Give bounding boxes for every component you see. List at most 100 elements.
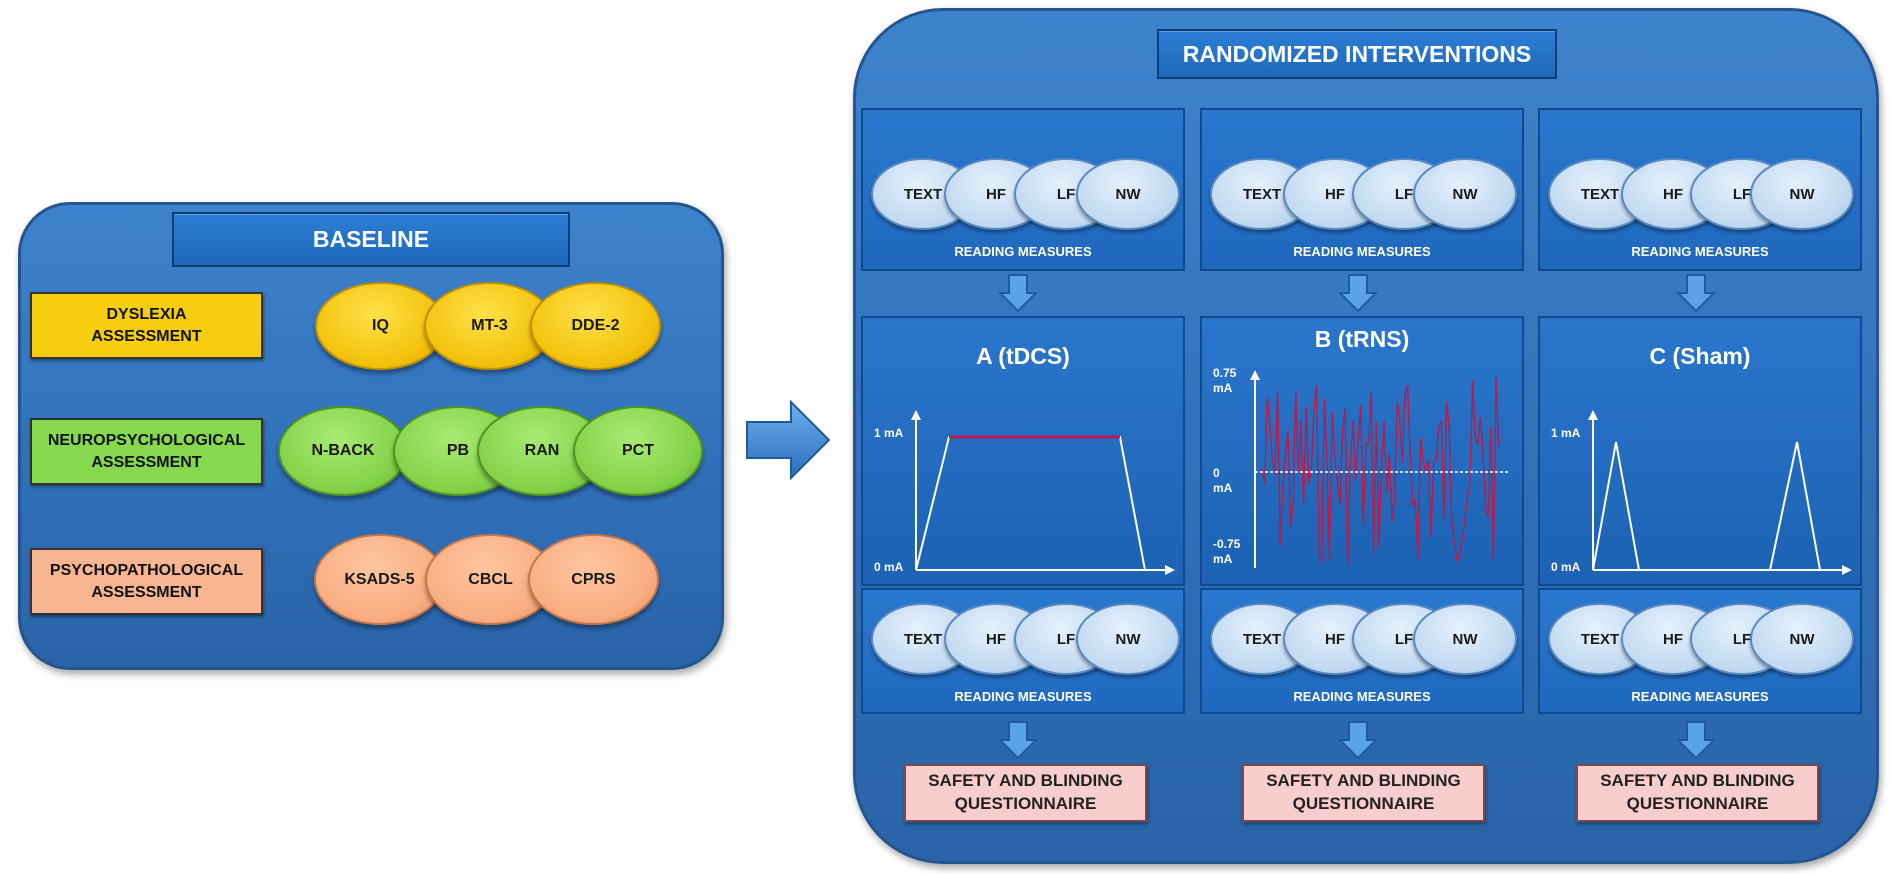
trns-noise-segment: [1417, 438, 1422, 560]
trns-noise-segment: [1321, 399, 1326, 563]
trns-noise-segment: [1373, 421, 1378, 554]
trns-plot-title: B (tRNS): [1314, 326, 1410, 352]
tdcs-y-top-label: 1 mA: [874, 426, 904, 440]
trns-noise-segment: [1406, 385, 1411, 456]
trns-noise-segment: [1388, 453, 1393, 522]
trns-noise-segment: [1393, 402, 1398, 502]
trns-noise-segment: [1344, 408, 1349, 566]
trns-noise-segment: [1466, 482, 1471, 500]
trns-noise-segment: [1279, 489, 1284, 545]
trns-noise-segment: [1310, 409, 1315, 470]
trns-noise-segment: [1334, 456, 1339, 482]
trns-noise-segment: [1456, 553, 1461, 563]
psychopathological-assessment-label: PSYCHOPATHOLOGICAL ASSESSMENT: [30, 548, 263, 615]
trns-noise-segment: [1419, 438, 1424, 461]
neuropsychological-assessment-label: NEUROPSYCHOLOGICAL ASSESSMENT: [30, 418, 263, 485]
safety-questionnaire-b: SAFETY AND BLINDING QUESTIONNAIRE: [1242, 764, 1485, 822]
down-arrow-icon: [1676, 720, 1716, 760]
trns-noise-segment: [1276, 391, 1281, 545]
trns-noise-segment: [1326, 461, 1331, 560]
trns-noise-segment: [1451, 523, 1456, 541]
trns-noise-segment: [1295, 390, 1300, 472]
sham-y-top-label: 1 mA: [1551, 426, 1581, 440]
trns-noise-segment: [1458, 541, 1463, 555]
sham-waveform-chart: [1538, 316, 1862, 586]
trns-noise-segment: [1471, 380, 1476, 439]
trns-noise-segment: [1323, 399, 1328, 462]
trns-noise-segment: [1269, 422, 1274, 462]
trns-noise-segment: [1352, 420, 1357, 482]
test-oval-nback: N-BACK: [278, 406, 408, 496]
right-arrow-icon: [745, 400, 831, 480]
trns-noise-segment: [1302, 406, 1307, 506]
tdcs-plot-title: A (tDCS): [976, 343, 1070, 369]
down-arrow-icon: [1338, 273, 1378, 313]
reading-measures-label: READING MEASURES: [1293, 689, 1431, 704]
trns-noise-segment: [1464, 498, 1469, 520]
measure-oval-nw: NW: [1413, 158, 1517, 230]
reading-measures-label: READING MEASURES: [1293, 244, 1431, 259]
dyslexia-assessment-label: DYSLEXIA ASSESSMENT: [30, 292, 263, 359]
trns-noise-segment: [1328, 412, 1333, 560]
trns-noise-segment: [1349, 420, 1354, 462]
trns-noise-segment: [1469, 380, 1474, 483]
trns-noise-segment: [1287, 430, 1292, 527]
trns-noise-segment: [1263, 398, 1268, 484]
tdcs-trapezoid-waveform: [915, 436, 1146, 571]
interventions-title: RANDOMIZED INTERVENTIONS: [1157, 29, 1557, 79]
sham-plot-title: C (Sham): [1649, 343, 1751, 369]
down-arrow-icon: [998, 720, 1038, 760]
trns-noise-segment: [1453, 540, 1458, 562]
trns-noise-segment: [1375, 421, 1380, 546]
reading-measures-label: READING MEASURES: [954, 689, 1092, 704]
measure-oval-nw: NW: [1413, 603, 1517, 675]
trns-waveform-chart: [1200, 316, 1524, 586]
trns-noise-segment: [1445, 401, 1450, 428]
trns-noise-waveform: [1261, 377, 1500, 566]
trns-noise-segment: [1396, 401, 1401, 420]
trns-noise-segment: [1433, 459, 1437, 464]
test-oval-cprs: CPRS: [528, 534, 659, 625]
trns-noise-segment: [1401, 393, 1406, 463]
trns-noise-segment: [1347, 461, 1352, 566]
trns-noise-segment: [1383, 421, 1388, 492]
trns-noise-segment: [1492, 377, 1497, 560]
trns-noise-segment: [1391, 501, 1396, 522]
trns-noise-segment: [1305, 406, 1310, 484]
trns-noise-segment: [1315, 385, 1320, 557]
reading-measures-label: READING MEASURES: [1631, 689, 1769, 704]
reading-measures-label: READING MEASURES: [954, 244, 1092, 259]
trns-noise-segment: [1399, 418, 1404, 463]
trns-noise-segment: [1331, 412, 1336, 457]
measure-oval-nw: NW: [1750, 603, 1854, 675]
measure-oval-nw: NW: [1750, 158, 1854, 230]
trns-noise-segment: [1427, 460, 1432, 538]
tdcs-y-bottom-label: 0 mA: [874, 560, 904, 574]
reading-measures-label: READING MEASURES: [1631, 244, 1769, 259]
trns-noise-segment: [1339, 429, 1344, 506]
trns-noise-segment: [1380, 421, 1385, 467]
trns-noise-segment: [1448, 427, 1453, 524]
trns-noise-segment: [1409, 455, 1414, 507]
safety-questionnaire-c: SAFETY AND BLINDING QUESTIONNAIRE: [1576, 764, 1819, 822]
trns-noise-segment: [1477, 417, 1482, 445]
trns-noise-segment: [1360, 405, 1365, 525]
safety-questionnaire-a: SAFETY AND BLINDING QUESTIONNAIRE: [904, 764, 1147, 822]
measure-oval-nw: NW: [1076, 603, 1180, 675]
tdcs-waveform-chart: [861, 316, 1185, 586]
sham-ramp-waveform: [1592, 441, 1821, 571]
measure-oval-nw: NW: [1076, 158, 1180, 230]
trns-noise-segment: [1487, 427, 1492, 518]
trns-y-mid-label: 0 mA: [1213, 466, 1233, 495]
down-arrow-icon: [1338, 720, 1378, 760]
trns-y-bottom-label: -0.75 mA: [1213, 537, 1241, 566]
trns-noise-segment: [1440, 421, 1445, 519]
sham-y-bottom-label: 0 mA: [1551, 560, 1581, 574]
test-oval-pct: PCT: [573, 406, 703, 496]
trns-noise-segment: [1435, 426, 1440, 461]
down-arrow-icon: [998, 273, 1038, 313]
test-oval-ksads5: KSADS-5: [314, 534, 445, 625]
trns-noise-segment: [1479, 417, 1484, 452]
trns-noise-segment: [1354, 439, 1359, 482]
trns-noise-segment: [1430, 462, 1435, 538]
